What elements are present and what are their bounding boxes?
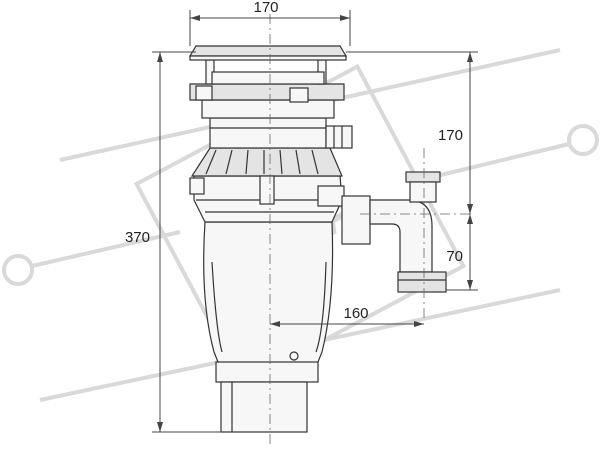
dim-outlet-offset-label: 160 <box>343 305 368 322</box>
upper-ring <box>209 117 327 149</box>
dimension-lines <box>152 10 478 433</box>
bottom-stub <box>220 381 308 433</box>
outlet-vent <box>409 181 437 203</box>
motor-housing-contour <box>211 261 223 353</box>
motor-housing <box>203 221 334 368</box>
watermark-left-line <box>31 230 181 268</box>
outlet-elbow <box>369 199 433 273</box>
dim-overall-height-label: 370 <box>125 229 150 246</box>
sink-flange <box>188 45 348 57</box>
outlet-tail <box>397 271 447 293</box>
disposer-body <box>188 45 353 433</box>
outlet-stub <box>341 195 371 245</box>
watermark-left-knob <box>2 254 34 286</box>
clamp-lug-right <box>317 185 345 207</box>
mount-plate <box>211 71 325 85</box>
dishwasher-inlet <box>325 125 353 149</box>
dim-top-width-label: 170 <box>253 0 278 16</box>
clamp-lug-left <box>189 177 205 195</box>
drain-hole <box>289 351 299 361</box>
dim-outlet-height-label: 70 <box>446 248 463 265</box>
mounting-bracket <box>189 83 345 101</box>
centerlines <box>269 14 470 444</box>
motor-housing-contour-right <box>315 261 327 353</box>
watermark-right-knob <box>567 124 599 156</box>
outlet-vent-cap <box>405 171 441 183</box>
dim-top-height-label: 170 <box>438 127 463 144</box>
neck-ring <box>201 99 335 119</box>
flange-rim <box>189 55 347 61</box>
dimension-arrows <box>157 15 473 432</box>
bottom-ring <box>215 361 319 383</box>
bracket-clip-left <box>195 85 213 101</box>
bracket-clip-right <box>289 87 309 103</box>
outlet-pipe <box>341 171 447 293</box>
watermark-right-line <box>419 142 570 182</box>
hopper-ribs <box>205 149 319 175</box>
clamp-lug-center <box>259 175 275 205</box>
